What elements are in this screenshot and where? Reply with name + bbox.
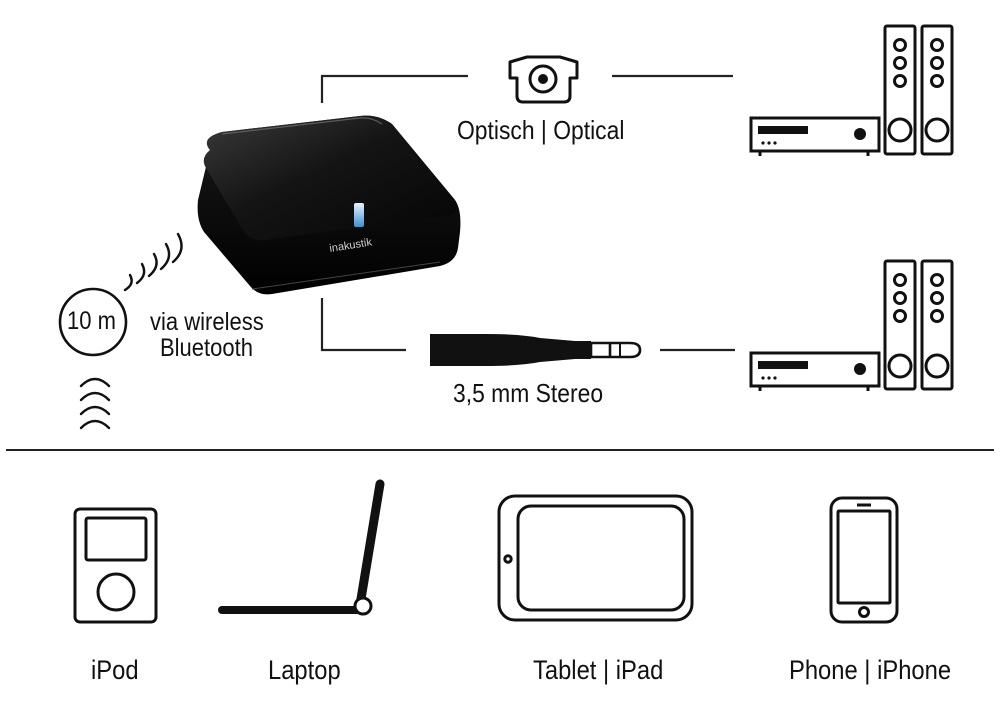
wireless-waves-icon [123,232,183,292]
source-label-laptop: Laptop [268,655,341,685]
analog-connection-line [320,298,735,352]
optical-connection-line [320,74,733,103]
optical-output-label: Optisch | Optical [457,115,625,145]
stereo-jack-plug-icon [430,334,642,366]
stereo-system-optical [749,24,954,156]
tablet-icon [497,494,694,622]
wireless-waves-vertical-icon [79,377,111,430]
laptop-icon [218,479,385,616]
analog-output-label: 3,5 mm Stereo [453,378,604,408]
wireless-label-line1: via wireless [150,308,264,336]
phone-icon [829,496,899,624]
optical-port-icon [508,55,579,104]
range-label: 10 m [67,307,116,335]
status-led [354,203,364,227]
source-label-phone: Phone | iPhone [789,655,952,685]
source-label-tablet: Tablet | iPad [533,655,664,685]
range-circle [58,287,128,357]
ipod-icon [73,507,158,624]
wireless-label-line2: Bluetooth [160,334,253,362]
bluetooth-receiver-device: inakustik [197,115,461,295]
source-label-ipod: iPod [91,655,139,685]
stereo-system-analog [749,259,954,391]
